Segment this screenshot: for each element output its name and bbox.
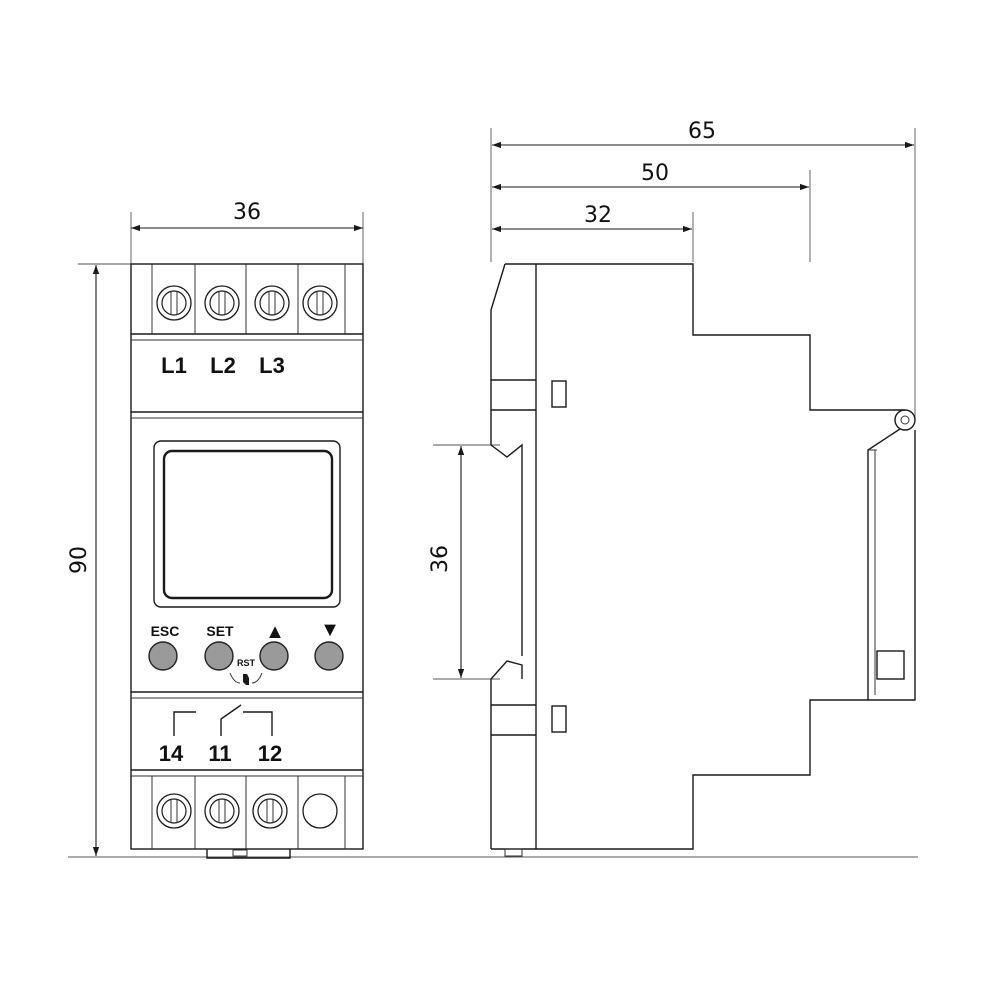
terminal-label-l1: L1 — [161, 353, 187, 378]
front-view: 36 90 — [67, 200, 918, 859]
set-button[interactable] — [204, 641, 234, 671]
screw-icon — [156, 285, 192, 321]
front-housing — [130, 263, 364, 859]
screw-icon — [204, 285, 240, 321]
depth-total-label: 65 — [688, 119, 716, 144]
reset-indicator: RST — [229, 658, 263, 685]
rail-height-dimension: 36 — [428, 444, 500, 680]
depth-front-label: 32 — [584, 203, 612, 228]
screw-icon — [252, 793, 288, 829]
screw-icon — [302, 285, 338, 321]
terminal-label-l3: L3 — [259, 353, 285, 378]
relay-contact-symbol — [173, 704, 273, 736]
side-view: 65 50 32 36 — [428, 119, 916, 857]
terminal-label-14: 14 — [159, 741, 184, 766]
screw-icon — [204, 793, 240, 829]
depth-mid-label: 50 — [641, 161, 669, 186]
front-height-label: 90 — [67, 546, 92, 574]
down-arrow-icon: ▼ — [320, 619, 340, 641]
terminal-label-11: 11 — [208, 741, 231, 766]
set-button-label: SET — [206, 623, 234, 639]
reset-label: RST — [237, 658, 256, 668]
up-button[interactable] — [259, 641, 289, 671]
empty-terminal-hole — [302, 793, 338, 829]
esc-button-label: ESC — [151, 623, 180, 639]
terminal-label-l2: L2 — [210, 353, 236, 378]
depth-dimensions: 65 50 32 — [490, 119, 916, 420]
front-height-dimension: 90 — [67, 263, 918, 858]
esc-button[interactable] — [148, 641, 178, 671]
side-housing-profile — [490, 263, 916, 857]
terminal-label-12: 12 — [258, 741, 282, 766]
bottom-terminal-screws — [156, 793, 338, 829]
up-arrow-icon: ▲ — [265, 621, 285, 643]
rail-height-label: 36 — [428, 545, 453, 573]
screw-icon — [254, 285, 290, 321]
front-width-dimension: 36 — [130, 200, 364, 264]
front-width-label: 36 — [233, 200, 261, 225]
down-button[interactable] — [314, 641, 344, 671]
lcd-display — [153, 440, 341, 608]
top-terminal-screws — [156, 285, 338, 321]
screw-icon — [156, 793, 192, 829]
hand-icon — [243, 674, 249, 685]
